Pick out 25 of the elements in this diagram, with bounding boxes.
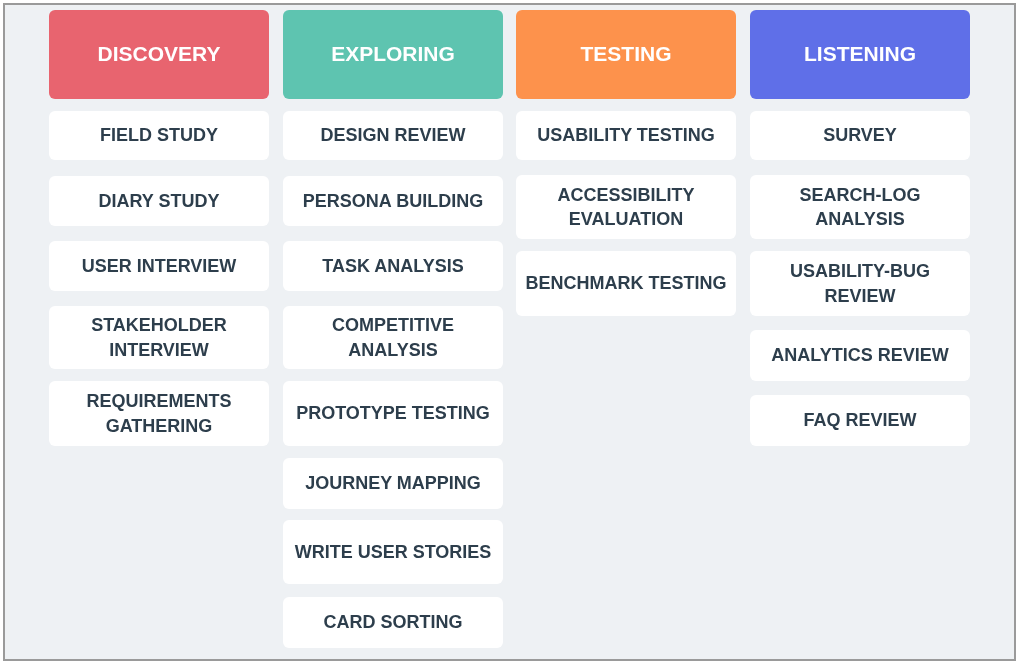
method-card: SEARCH-LOG ANALYSIS xyxy=(750,175,970,239)
method-card: FAQ REVIEW xyxy=(750,395,970,446)
method-card: PERSONA BUILDING xyxy=(283,176,503,226)
method-card: WRITE USER STORIES xyxy=(283,520,503,584)
category-header: DISCOVERY xyxy=(49,10,269,99)
category-header: TESTING xyxy=(516,10,736,99)
method-card: FIELD STUDY xyxy=(49,111,269,160)
method-card: JOURNEY MAPPING xyxy=(283,458,503,509)
method-card: STAKEHOLDER INTERVIEW xyxy=(49,306,269,369)
method-card: COMPETITIVE ANALYSIS xyxy=(283,306,503,369)
method-card: USABILITY TESTING xyxy=(516,111,736,160)
method-card: PROTOTYPE TESTING xyxy=(283,381,503,446)
method-card: BENCHMARK TESTING xyxy=(516,251,736,316)
method-card: DIARY STUDY xyxy=(49,176,269,226)
method-card: SURVEY xyxy=(750,111,970,160)
method-card: ACCESSIBILITY EVALUATION xyxy=(516,175,736,239)
method-card: DESIGN REVIEW xyxy=(283,111,503,160)
method-card: USABILITY-BUG REVIEW xyxy=(750,251,970,316)
method-card: TASK ANALYSIS xyxy=(283,241,503,291)
method-card: ANALYTICS REVIEW xyxy=(750,330,970,381)
category-header: LISTENING xyxy=(750,10,970,99)
method-card: REQUIREMENTS GATHERING xyxy=(49,381,269,446)
method-card: CARD SORTING xyxy=(283,597,503,648)
method-card: USER INTERVIEW xyxy=(49,241,269,291)
category-header: EXPLORING xyxy=(283,10,503,99)
